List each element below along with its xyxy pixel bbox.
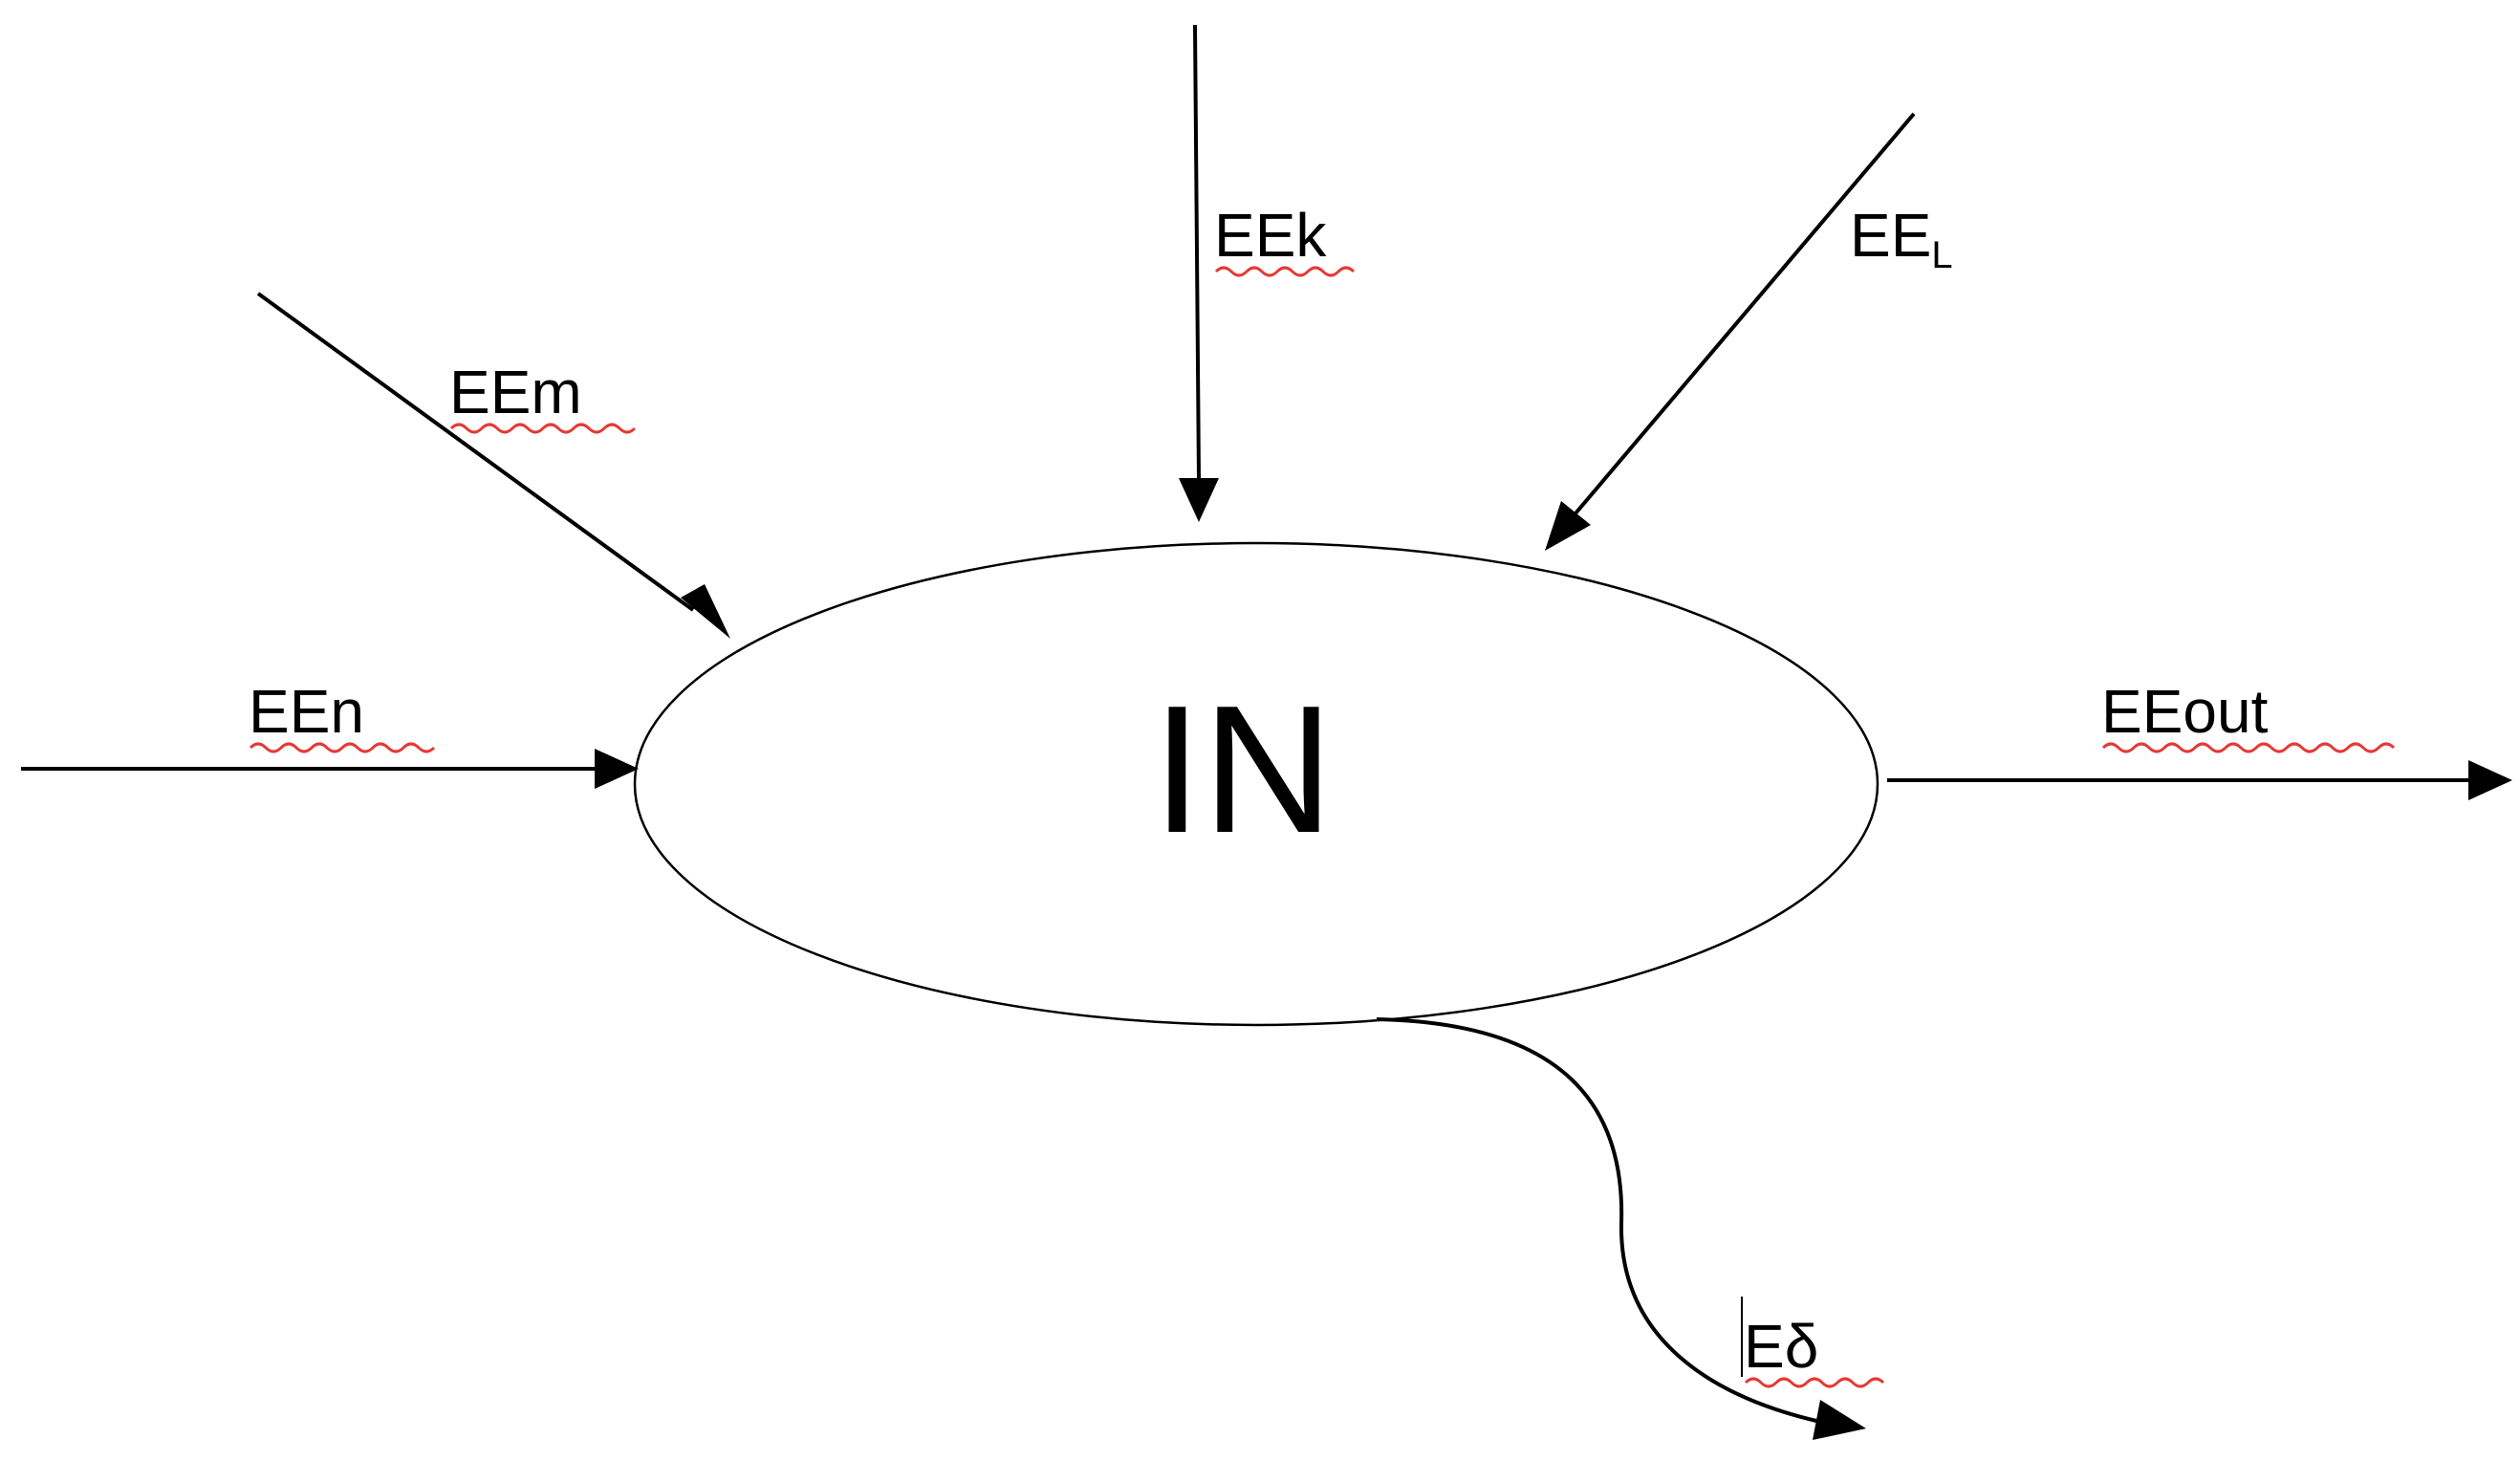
flow-edelta-label: Eδ [1744,1312,1818,1381]
flow-eel-arrowhead [1545,501,1591,551]
flow-een-arrowhead [595,749,639,789]
node-in: IN [633,541,1879,1027]
flow-eel: EEL [1545,112,1953,551]
flow-eel-arrow [1574,112,1916,515]
flow-eel-label: EEL [1850,201,1953,276]
flow-een: EEn [21,677,639,789]
flow-eeout-arrowhead [2468,760,2512,800]
flow-eek-label: EEk [1214,201,1327,270]
node-ellipse [633,541,1879,1027]
flow-eeout-squiggle [2101,742,2396,753]
flow-edelta: Eδ [1376,1017,1885,1440]
flow-eeout-label: EEout [2101,677,2269,746]
flow-eem-label: EEm [449,358,582,426]
flow-eek-arrow [1193,24,1201,479]
flow-edelta-squiggle [1744,1377,1885,1388]
flow-eek-squiggle [1214,266,1356,277]
flow-eeout: EEout [1887,677,2512,800]
flow-een-squiggle [249,742,436,753]
flow-edelta-arrowhead [1813,1400,1866,1440]
flow-eel-label-main: EE [1850,201,1931,270]
flow-eel-label-sub: L [1931,234,1952,276]
flow-eek-arrowhead [1179,478,1219,522]
flow-een-label: EEn [249,677,364,746]
node-label: IN [1152,668,1334,871]
flow-eem-arrow [256,292,695,612]
flow-eem-arrowhead [681,584,730,639]
flow-edelta-arrow [1376,1017,1817,1423]
flow-eem-squiggle [449,423,637,434]
flow-eek: EEk [1179,24,1356,522]
flow-eem: EEm [256,292,730,639]
